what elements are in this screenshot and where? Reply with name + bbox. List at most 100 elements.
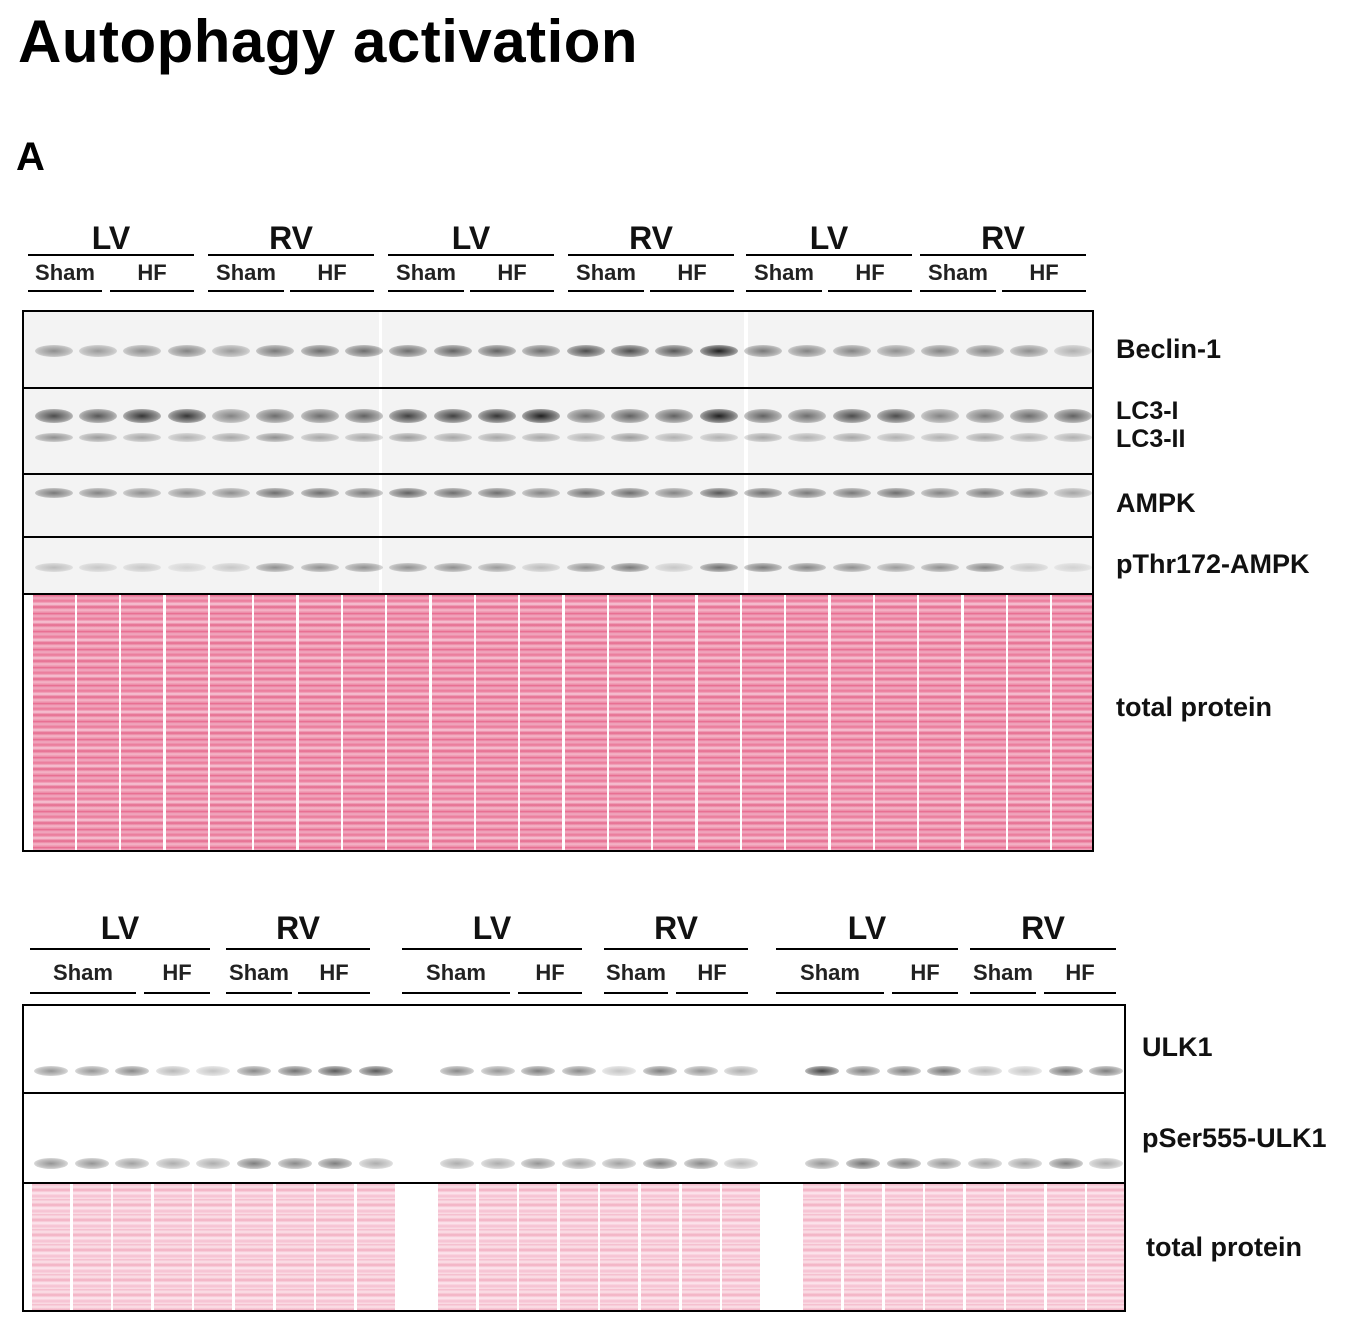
label-beclin1: Beclin-1 bbox=[1116, 334, 1222, 364]
protein-band bbox=[743, 409, 782, 423]
protein-band bbox=[522, 345, 561, 357]
protein-band bbox=[74, 1066, 109, 1076]
protein-band bbox=[655, 345, 694, 357]
protein-band bbox=[74, 1158, 109, 1169]
protein-lane bbox=[925, 1184, 964, 1310]
protein-band bbox=[477, 433, 516, 442]
protein-band bbox=[1048, 1066, 1083, 1076]
protein-band bbox=[699, 563, 738, 572]
protein-band bbox=[78, 563, 117, 572]
protein-lane bbox=[316, 1184, 355, 1310]
group-label-lv: LV bbox=[776, 910, 958, 951]
subgroup-label-text: HF bbox=[535, 960, 565, 985]
protein-band bbox=[683, 1158, 718, 1169]
protein-band bbox=[344, 433, 383, 442]
label-total-protein-1: total protein bbox=[1116, 692, 1272, 722]
protein-band bbox=[876, 345, 915, 357]
gel-segment bbox=[24, 1006, 380, 1092]
protein-band bbox=[389, 345, 428, 357]
ampk-strip bbox=[24, 475, 1092, 538]
subgroup-label-sham: Sham bbox=[604, 960, 668, 995]
protein-lane bbox=[121, 595, 164, 850]
group-underline bbox=[30, 948, 210, 950]
protein-lane bbox=[235, 1184, 274, 1310]
protein-band bbox=[1008, 1158, 1043, 1169]
group-label-text: LV bbox=[472, 910, 512, 946]
protein-band bbox=[1009, 345, 1048, 357]
protein-band bbox=[358, 1158, 393, 1169]
protein-band bbox=[1009, 433, 1048, 442]
protein-lane bbox=[209, 595, 252, 850]
subgroup-label-text: HF bbox=[1065, 960, 1095, 985]
group-label-text: RV bbox=[981, 220, 1025, 256]
protein-band bbox=[433, 433, 472, 442]
protein-band bbox=[832, 409, 871, 423]
subgroup-underline bbox=[650, 290, 734, 292]
group-underline bbox=[226, 948, 370, 950]
subgroup-label-text: HF bbox=[319, 960, 349, 985]
protein-band bbox=[561, 1066, 596, 1076]
protein-lane bbox=[559, 1184, 598, 1310]
protein-band bbox=[967, 1158, 1002, 1169]
subgroup-underline bbox=[828, 290, 912, 292]
protein-band bbox=[743, 345, 782, 357]
protein-band bbox=[344, 345, 383, 357]
protein-band bbox=[788, 409, 827, 423]
protein-lane bbox=[608, 595, 651, 850]
subgroup-underline bbox=[470, 290, 554, 292]
protein-lane bbox=[722, 1184, 761, 1310]
protein-band bbox=[876, 563, 915, 572]
protein-lane bbox=[564, 595, 607, 850]
subgroup-label-text: Sham bbox=[973, 960, 1033, 985]
protein-band bbox=[34, 488, 73, 498]
protein-band bbox=[743, 563, 782, 572]
total-protein-strip bbox=[24, 595, 1092, 850]
protein-lane bbox=[874, 595, 917, 850]
total-protein-strip-2 bbox=[24, 1184, 1124, 1310]
group-label-lv: LV bbox=[388, 220, 554, 257]
protein-band bbox=[699, 345, 738, 357]
protein-band bbox=[655, 409, 694, 423]
protein-lane bbox=[843, 1184, 882, 1310]
protein-band bbox=[1008, 1066, 1043, 1076]
protein-band bbox=[965, 563, 1004, 572]
subgroup-label-text: Sham bbox=[35, 260, 95, 285]
protein-band bbox=[699, 488, 738, 498]
protein-band bbox=[610, 345, 649, 357]
protein-band bbox=[256, 409, 295, 423]
protein-band bbox=[277, 1066, 312, 1076]
protein-band bbox=[211, 409, 250, 423]
protein-band bbox=[724, 1158, 759, 1169]
protein-band bbox=[277, 1158, 312, 1169]
subgroup-label-hf: HF bbox=[650, 260, 734, 293]
subgroup-underline bbox=[676, 992, 748, 994]
protein-band bbox=[477, 563, 516, 572]
protein-band bbox=[344, 409, 383, 423]
protein-lane bbox=[803, 1184, 842, 1310]
protein-lane bbox=[1087, 1184, 1124, 1310]
protein-band bbox=[389, 433, 428, 442]
subgroup-label-hf: HF bbox=[828, 260, 912, 293]
subgroup-underline bbox=[1002, 290, 1086, 292]
subgroup-underline bbox=[568, 290, 644, 292]
protein-band bbox=[927, 1158, 962, 1169]
subgroup-underline bbox=[144, 992, 210, 994]
protein-lane bbox=[965, 1184, 1004, 1310]
subgroup-label-sham: Sham bbox=[388, 260, 464, 293]
panel2-blot bbox=[22, 1004, 1126, 1312]
protein-lane bbox=[32, 1184, 71, 1310]
group-underline bbox=[746, 254, 912, 256]
gel-segment bbox=[400, 1006, 756, 1092]
group-label-lv: LV bbox=[30, 910, 210, 951]
group-underline bbox=[604, 948, 748, 950]
group-label-rv: RV bbox=[920, 220, 1086, 257]
protein-band bbox=[211, 345, 250, 357]
group-label-text: RV bbox=[276, 910, 320, 946]
subgroup-underline bbox=[970, 992, 1036, 994]
group-label-lv: LV bbox=[746, 220, 912, 257]
protein-band bbox=[78, 409, 117, 423]
protein-band bbox=[211, 433, 250, 442]
protein-lane bbox=[963, 595, 1006, 850]
protein-lane bbox=[519, 1184, 558, 1310]
protein-band bbox=[211, 488, 250, 498]
